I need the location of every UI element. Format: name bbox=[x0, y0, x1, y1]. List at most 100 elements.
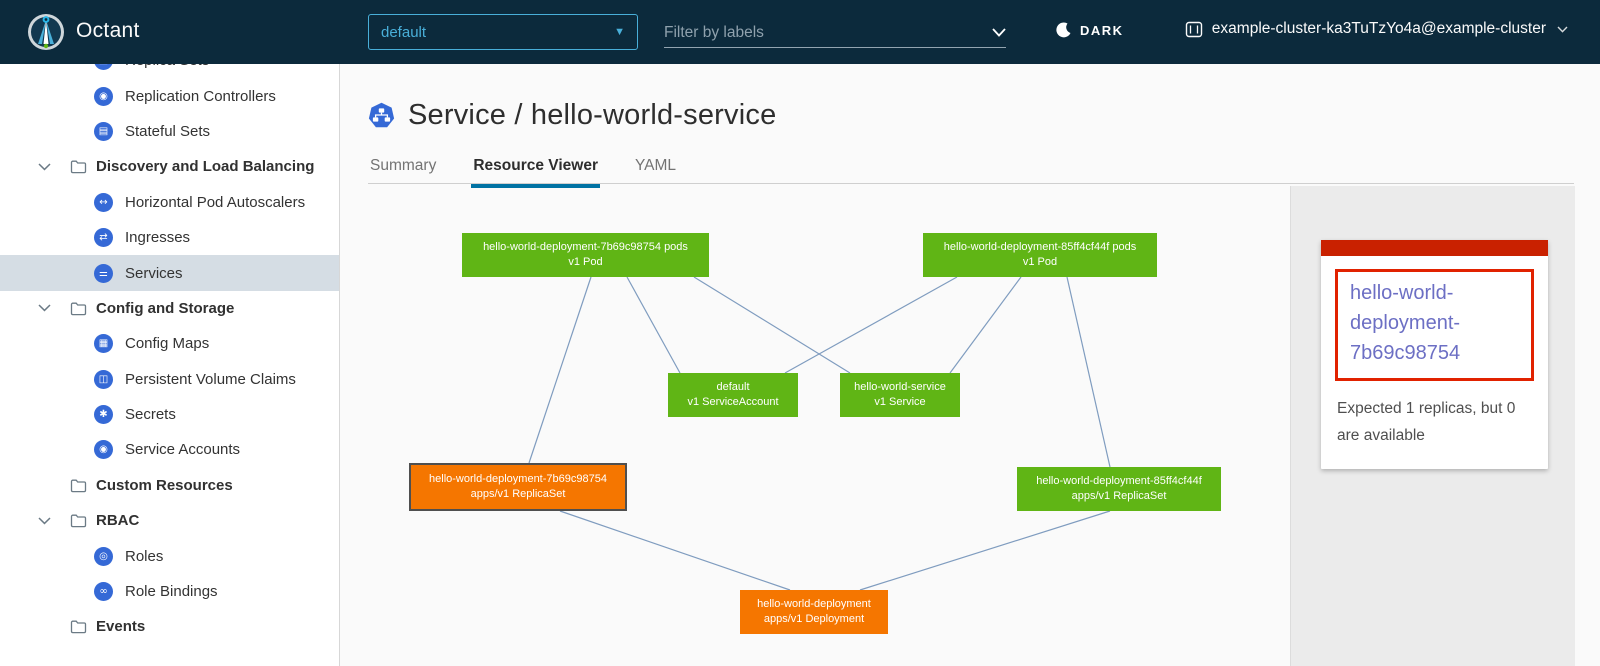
sidebar-item-secrets[interactable]: ✱ Secrets bbox=[0, 397, 339, 432]
alert-message: Expected 1 replicas, but 0 are available bbox=[1337, 400, 1516, 445]
service-icon bbox=[368, 102, 395, 128]
dark-mode-toggle[interactable]: DARK bbox=[1056, 22, 1124, 38]
detail-panel: hello-world-deployment-7b69c98754 Expect… bbox=[1290, 186, 1575, 666]
sidebar-item-label: Discovery and Load Balancing bbox=[96, 158, 315, 176]
node-kind: v1 Pod bbox=[1022, 256, 1058, 268]
chevron-down-icon[interactable] bbox=[36, 513, 52, 529]
tab-divider bbox=[368, 183, 1574, 184]
sidebar-item-label: Events bbox=[96, 618, 146, 636]
node-kind: apps/v1 ReplicaSet bbox=[1071, 490, 1167, 502]
sidebar-item-label: Replica Sets bbox=[125, 64, 209, 69]
sidebar-item-stateful-sets[interactable]: ▤ Stateful Sets bbox=[0, 114, 339, 149]
moon-icon bbox=[1056, 22, 1071, 38]
selected-resource-outline: hello-world-deployment-7b69c98754 bbox=[1335, 269, 1534, 381]
stateful-sets-icon: ▤ bbox=[94, 121, 113, 141]
cluster-label: example-cluster-ka3TuTzYo4a@example-clus… bbox=[1211, 20, 1546, 37]
graph-node-replicaset-7b69c98754[interactable]: hello-world-deployment-7b69c98754 apps/v1… bbox=[409, 463, 627, 511]
tab-bar: Summary Resource Viewer YAML bbox=[368, 151, 678, 188]
node-label: hello-world-deployment-85ff4cf44f pods bbox=[943, 240, 1137, 253]
tab-yaml[interactable]: YAML bbox=[634, 157, 677, 174]
sidebar-item-persistent-volume-claims[interactable]: ◫Persistent Volume Claims bbox=[0, 362, 339, 397]
sidebar-item-label: Services bbox=[125, 264, 183, 282]
sidebar: ▣ Replica Sets ◉ Replication Controllers ▤ St… bbox=[0, 64, 340, 666]
chevron-down-icon[interactable] bbox=[36, 159, 52, 175]
app-header: Octant default ▼ DARK example-cluster-ka… bbox=[0, 0, 1600, 64]
replication-controllers-icon: ◉ bbox=[94, 86, 113, 106]
sidebar-item-custom-resources[interactable]: Custom Resources bbox=[0, 468, 339, 503]
filter-input[interactable] bbox=[664, 23, 992, 42]
sidebar-item-label: Roles bbox=[125, 547, 164, 565]
chevron-down-icon bbox=[1557, 26, 1568, 33]
sidebar-item-label: Replication Controllers bbox=[125, 87, 276, 105]
namespace-value: default bbox=[381, 23, 427, 41]
folder-icon bbox=[70, 513, 87, 528]
replica-sets-icon: ▣ bbox=[94, 64, 113, 71]
alert-card: hello-world-deployment-7b69c98754 Expect… bbox=[1321, 240, 1548, 470]
config-maps-icon: ▦ bbox=[94, 334, 113, 354]
sidebar-item-replication-controllers[interactable]: ◉ Replication Controllers bbox=[0, 78, 339, 113]
chevron-down-icon[interactable] bbox=[992, 28, 1006, 37]
horizontal-pod-autoscalers-icon: ↔ bbox=[94, 192, 113, 212]
sidebar-item-ingresses[interactable]: ⇄Ingresses bbox=[0, 220, 339, 255]
cluster-selector[interactable]: example-cluster-ka3TuTzYo4a@example-clus… bbox=[1185, 20, 1568, 38]
resource-graph: hello-world-deployment-7b69c98754 pods v1… bbox=[340, 186, 1290, 666]
app-title: Octant bbox=[76, 19, 140, 42]
sidebar-item-config-maps[interactable]: ▦ Config Maps bbox=[0, 326, 339, 361]
graph-node-pod-85ff4cf44f[interactable]: hello-world-deployment-85ff4cf44f pods v1… bbox=[923, 233, 1157, 277]
folder-icon bbox=[70, 478, 87, 493]
sidebar-item-label: Stateful Sets bbox=[125, 122, 211, 140]
chevron-down-icon[interactable] bbox=[36, 300, 52, 316]
role-bindings-icon: ∞ bbox=[94, 582, 113, 602]
node-kind: apps/v1 ReplicaSet bbox=[470, 488, 566, 500]
roles-icon: ◎ bbox=[94, 546, 113, 566]
octant-logo bbox=[26, 12, 66, 52]
sidebar-item-label: Persistent Volume Claims bbox=[125, 370, 296, 388]
sidebar-item-label: Horizontal Pod Autoscalers bbox=[125, 193, 306, 211]
ingresses-icon: ⇄ bbox=[94, 228, 113, 248]
graph-node-replicaset-85ff4cf44f[interactable]: hello-world-deployment-85ff4cf44f apps/v1… bbox=[1017, 467, 1221, 511]
tab-summary[interactable]: Summary bbox=[370, 157, 437, 174]
folder-icon bbox=[70, 619, 87, 634]
folder-icon bbox=[70, 159, 87, 174]
page-title: Service / hello-world-service bbox=[408, 99, 777, 131]
node-kind: apps/v1 Deployment bbox=[763, 613, 865, 625]
graph-edges bbox=[528, 276, 1111, 591]
services-icon: ⚌ bbox=[94, 263, 113, 283]
sidebar-item-role-bindings[interactable]: ∞ Role Bindings bbox=[0, 574, 339, 609]
service-accounts-icon: ◉ bbox=[94, 440, 113, 460]
graph-node-service-hello-world-service[interactable]: hello-world-service v1 Service bbox=[840, 373, 960, 417]
node-label: hello-world-deployment-7b69c98754 bbox=[429, 472, 607, 485]
resource-link[interactable]: hello-world-deployment-7b69c98754 bbox=[1350, 282, 1461, 364]
chevron-down-icon: ▼ bbox=[614, 26, 625, 38]
sidebar-item-replica-sets[interactable]: ▣ Replica Sets bbox=[0, 64, 339, 78]
sidebar-item-label: Secrets bbox=[125, 406, 176, 424]
sidebar-item-service-accounts[interactable]: ◉ Service Accounts bbox=[0, 432, 339, 467]
theme-label: DARK bbox=[1080, 22, 1124, 38]
node-label: hello-world-deployment-85ff4cf44f bbox=[1036, 474, 1202, 487]
folder-icon bbox=[70, 301, 87, 316]
sidebar-item-horizontal-pod-autoscalers[interactable]: ↔ Horizontal Pod Autoscalers bbox=[0, 185, 339, 220]
sidebar-item-rbac[interactable]: RBAC bbox=[0, 503, 339, 538]
filter-by-labels bbox=[664, 18, 1006, 48]
alert-card-body: hello-world-deployment-7b69c98754 Expect… bbox=[1321, 256, 1548, 469]
sidebar-item-config-and-storage[interactable]: Config and Storage bbox=[0, 291, 339, 326]
sidebar-item-label: Role Bindings bbox=[125, 583, 218, 601]
sidebar-item-roles[interactable]: ◎ Roles bbox=[0, 538, 339, 573]
node-label: hello-world-service bbox=[854, 380, 946, 393]
sidebar-item-label: Config Maps bbox=[125, 335, 210, 353]
tab-resource-viewer[interactable]: Resource Viewer bbox=[471, 151, 600, 188]
sidebar-item-discovery-and-load-balancing[interactable]: Discovery and Load Balancing bbox=[0, 149, 339, 184]
cluster-icon bbox=[1185, 21, 1202, 37]
sidebar-item-label: RBAC bbox=[96, 512, 140, 530]
node-label: hello-world-deployment-7b69c98754 pods bbox=[483, 240, 688, 253]
secrets-icon: ✱ bbox=[94, 405, 113, 425]
node-kind: v1 Service bbox=[874, 396, 926, 408]
namespace-selector[interactable]: default ▼ bbox=[368, 14, 638, 50]
sidebar-item-services[interactable]: ⚌ Services bbox=[0, 255, 339, 291]
sidebar-item-events[interactable]: Events bbox=[0, 609, 339, 644]
sidebar-item-label: Custom Resources bbox=[96, 476, 233, 494]
sidebar-item-label: Service Accounts bbox=[125, 441, 241, 459]
